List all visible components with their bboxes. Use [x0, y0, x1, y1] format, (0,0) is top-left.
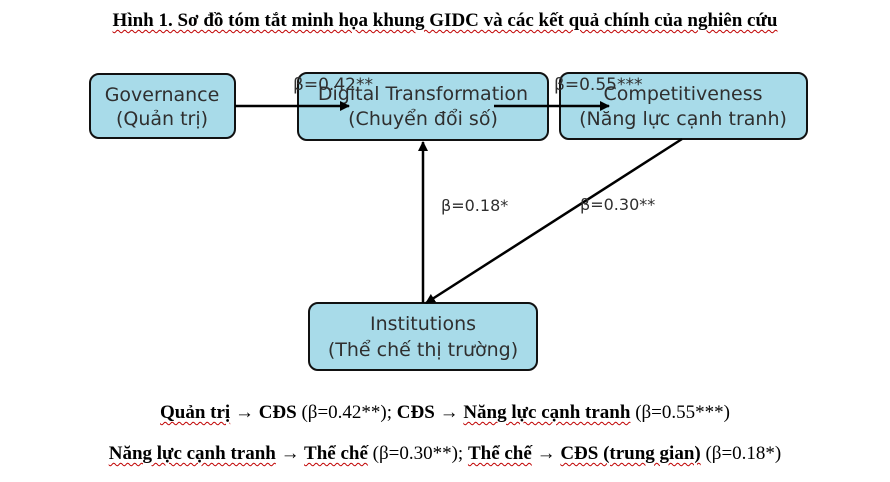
caption-1-cds: CĐS — [258, 402, 297, 423]
node-governance-sublabel: (Quản trị) — [116, 108, 208, 130]
caption-1-arrow-2: → — [434, 402, 464, 423]
caption-1-coef-1: (β=0.42**); — [296, 402, 397, 423]
edge-competitiveness-to-institutions — [425, 137, 683, 305]
node-institutions-sublabel: (Thể chế thị trường) — [328, 339, 518, 361]
node-competitiveness: Competitiveness (Năng lực cạnh tranh) — [559, 72, 808, 140]
caption-2-coef-1: (β=0.30**); — [367, 443, 468, 464]
caption-line-1: Quản trị → CĐS (β=0.42**); CĐS → Năng lự… — [0, 402, 890, 424]
caption-1-cds-2: CĐS — [396, 402, 435, 423]
caption-2-cds-mediator: CĐS (trung gian) — [560, 443, 701, 464]
caption-2-institutions: Thể chế — [304, 443, 368, 464]
caption-2-competitiveness: Năng lực cạnh tranh — [108, 443, 276, 464]
edge-label-digital-competitiveness: β=0.55*** — [554, 75, 642, 95]
caption-1-competitiveness: Năng lực cạnh tranh — [463, 402, 631, 423]
figure-title: Hình 1. Sơ đồ tóm tắt minh họa khung GID… — [112, 10, 778, 31]
node-digital-transformation: Digital Transformation (Chuyển đổi số) — [297, 72, 549, 141]
caption-2-arrow-2: → — [531, 443, 561, 464]
node-competitiveness-sublabel: (Năng lực cạnh tranh) — [579, 108, 787, 130]
edge-label-institutions-digital: β=0.18* — [441, 196, 508, 215]
node-governance: Governance (Quản trị) — [89, 73, 236, 139]
node-digital-sublabel: (Chuyển đổi số) — [348, 108, 498, 130]
node-governance-label: Governance — [105, 84, 220, 106]
caption-line-2: Năng lực cạnh tranh → Thể chế (β=0.30**)… — [0, 443, 890, 465]
node-institutions: Institutions (Thể chế thị trường) — [308, 302, 538, 371]
node-digital-label: Digital Transformation — [318, 83, 528, 105]
caption-1-coef-2: (β=0.55***) — [630, 402, 730, 423]
edge-label-competitiveness-institutions: β=0.30** — [580, 195, 655, 214]
caption-2-arrow-1: → — [275, 443, 305, 464]
edge-label-governance-digital: β=0.42** — [293, 75, 373, 95]
node-institutions-label: Institutions — [370, 313, 476, 335]
node-competitiveness-label: Competitiveness — [603, 83, 762, 105]
caption-1-arrow-1: → — [230, 402, 259, 423]
caption-2-coef-2: (β=0.18*) — [700, 443, 782, 464]
caption-2-institutions-2: Thể chế — [467, 443, 532, 464]
caption-1-governance: Quản trị — [160, 402, 231, 423]
